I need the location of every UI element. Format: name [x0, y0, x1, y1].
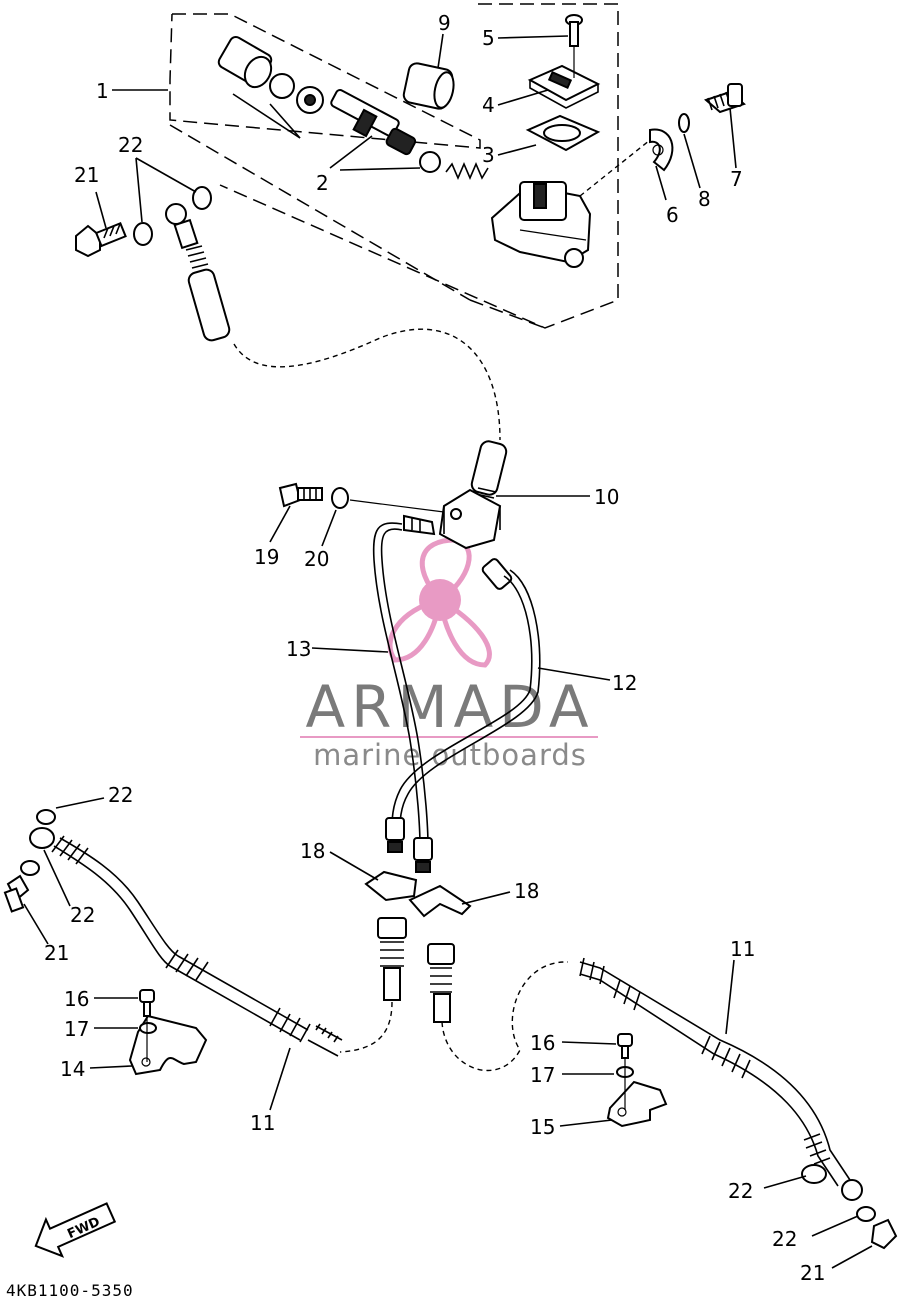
circlip-part: [269, 73, 295, 99]
callout-16-right: 16: [530, 1031, 555, 1055]
watermark-brand: ARMADA: [305, 673, 594, 741]
callout-10: 10: [594, 485, 619, 509]
propeller-logo-icon: [387, 537, 492, 668]
callout-11-right: 11: [730, 937, 755, 961]
callout-22-left-lower: 22: [70, 903, 95, 927]
callout-13: 13: [286, 637, 311, 661]
reservoir-cap-part: [527, 64, 601, 109]
callout-5: 5: [482, 26, 495, 50]
joint-bolt-part: [278, 482, 323, 508]
callout-1: 1: [96, 79, 109, 103]
callout-4: 4: [482, 93, 495, 117]
callout-22-right-upper: 22: [728, 1179, 753, 1203]
union-bolt-part: [75, 221, 127, 258]
callout-21-left: 21: [44, 941, 69, 965]
fwd-arrow-icon: FWD: [34, 1202, 117, 1258]
callout-17-left: 17: [64, 1017, 89, 1041]
callout-19: 19: [254, 545, 279, 569]
spring-part: [445, 161, 489, 181]
callout-2: 2: [316, 171, 329, 195]
diagram-code: 4KB1100-5350: [6, 1281, 134, 1300]
holder-part: [649, 128, 674, 172]
bolt-part: [704, 83, 746, 114]
callout-6: 6: [666, 203, 679, 227]
armada-watermark: ARMADA marine outboards: [300, 537, 598, 772]
joint-washer-part: [331, 487, 349, 509]
brake-pipes: [311, 514, 611, 873]
callout-18-left: 18: [300, 839, 325, 863]
left-brake-hose: [3, 797, 343, 1111]
callout-labels: 1 2 3 4 5 6 7 8 9 10 11 11 12 13 14 15 1…: [44, 11, 825, 1285]
callout-17-right: 17: [530, 1063, 555, 1087]
screw-part: [565, 14, 583, 47]
top-banjo-hardware: [75, 157, 212, 258]
callout-22-right-lower: 22: [772, 1227, 797, 1251]
callout-14: 14: [60, 1057, 85, 1081]
callout-22-left-upper: 22: [108, 783, 133, 807]
callout-21-top: 21: [74, 163, 99, 187]
callout-12: 12: [612, 671, 637, 695]
callout-3: 3: [482, 143, 495, 167]
callout-9: 9: [438, 11, 451, 35]
sleeve-part: [402, 62, 455, 110]
diaphragm-part: [525, 114, 601, 152]
callout-21-right: 21: [800, 1261, 825, 1285]
master-cylinder-assembly: [112, 3, 746, 329]
callout-22-top: 22: [118, 133, 143, 157]
watermark-tagline: marine outboards: [313, 738, 587, 772]
callout-16-left: 16: [64, 987, 89, 1011]
gasket-part: [192, 186, 212, 210]
boot-part: [217, 35, 273, 89]
right-hose-bracket: [559, 1033, 668, 1128]
master-cylinder-body: [490, 181, 592, 268]
callout-8: 8: [698, 187, 711, 211]
brake-joint-assembly: [269, 440, 590, 550]
gasket-part: [133, 222, 153, 246]
left-hose-bracket: [89, 989, 208, 1076]
hose-clips: [329, 851, 511, 918]
piston-cup-part: [419, 151, 441, 173]
callout-15: 15: [530, 1115, 555, 1139]
upper-brake-hose: [165, 203, 501, 441]
piston-part: [330, 89, 417, 156]
callout-18-right: 18: [514, 879, 539, 903]
lock-washer-part: [678, 113, 690, 133]
callout-11-left: 11: [250, 1111, 275, 1135]
right-brake-hose: [579, 957, 898, 1269]
callout-20: 20: [304, 547, 329, 571]
lower-hose-fittings: [339, 917, 569, 1072]
callout-7: 7: [730, 167, 743, 191]
